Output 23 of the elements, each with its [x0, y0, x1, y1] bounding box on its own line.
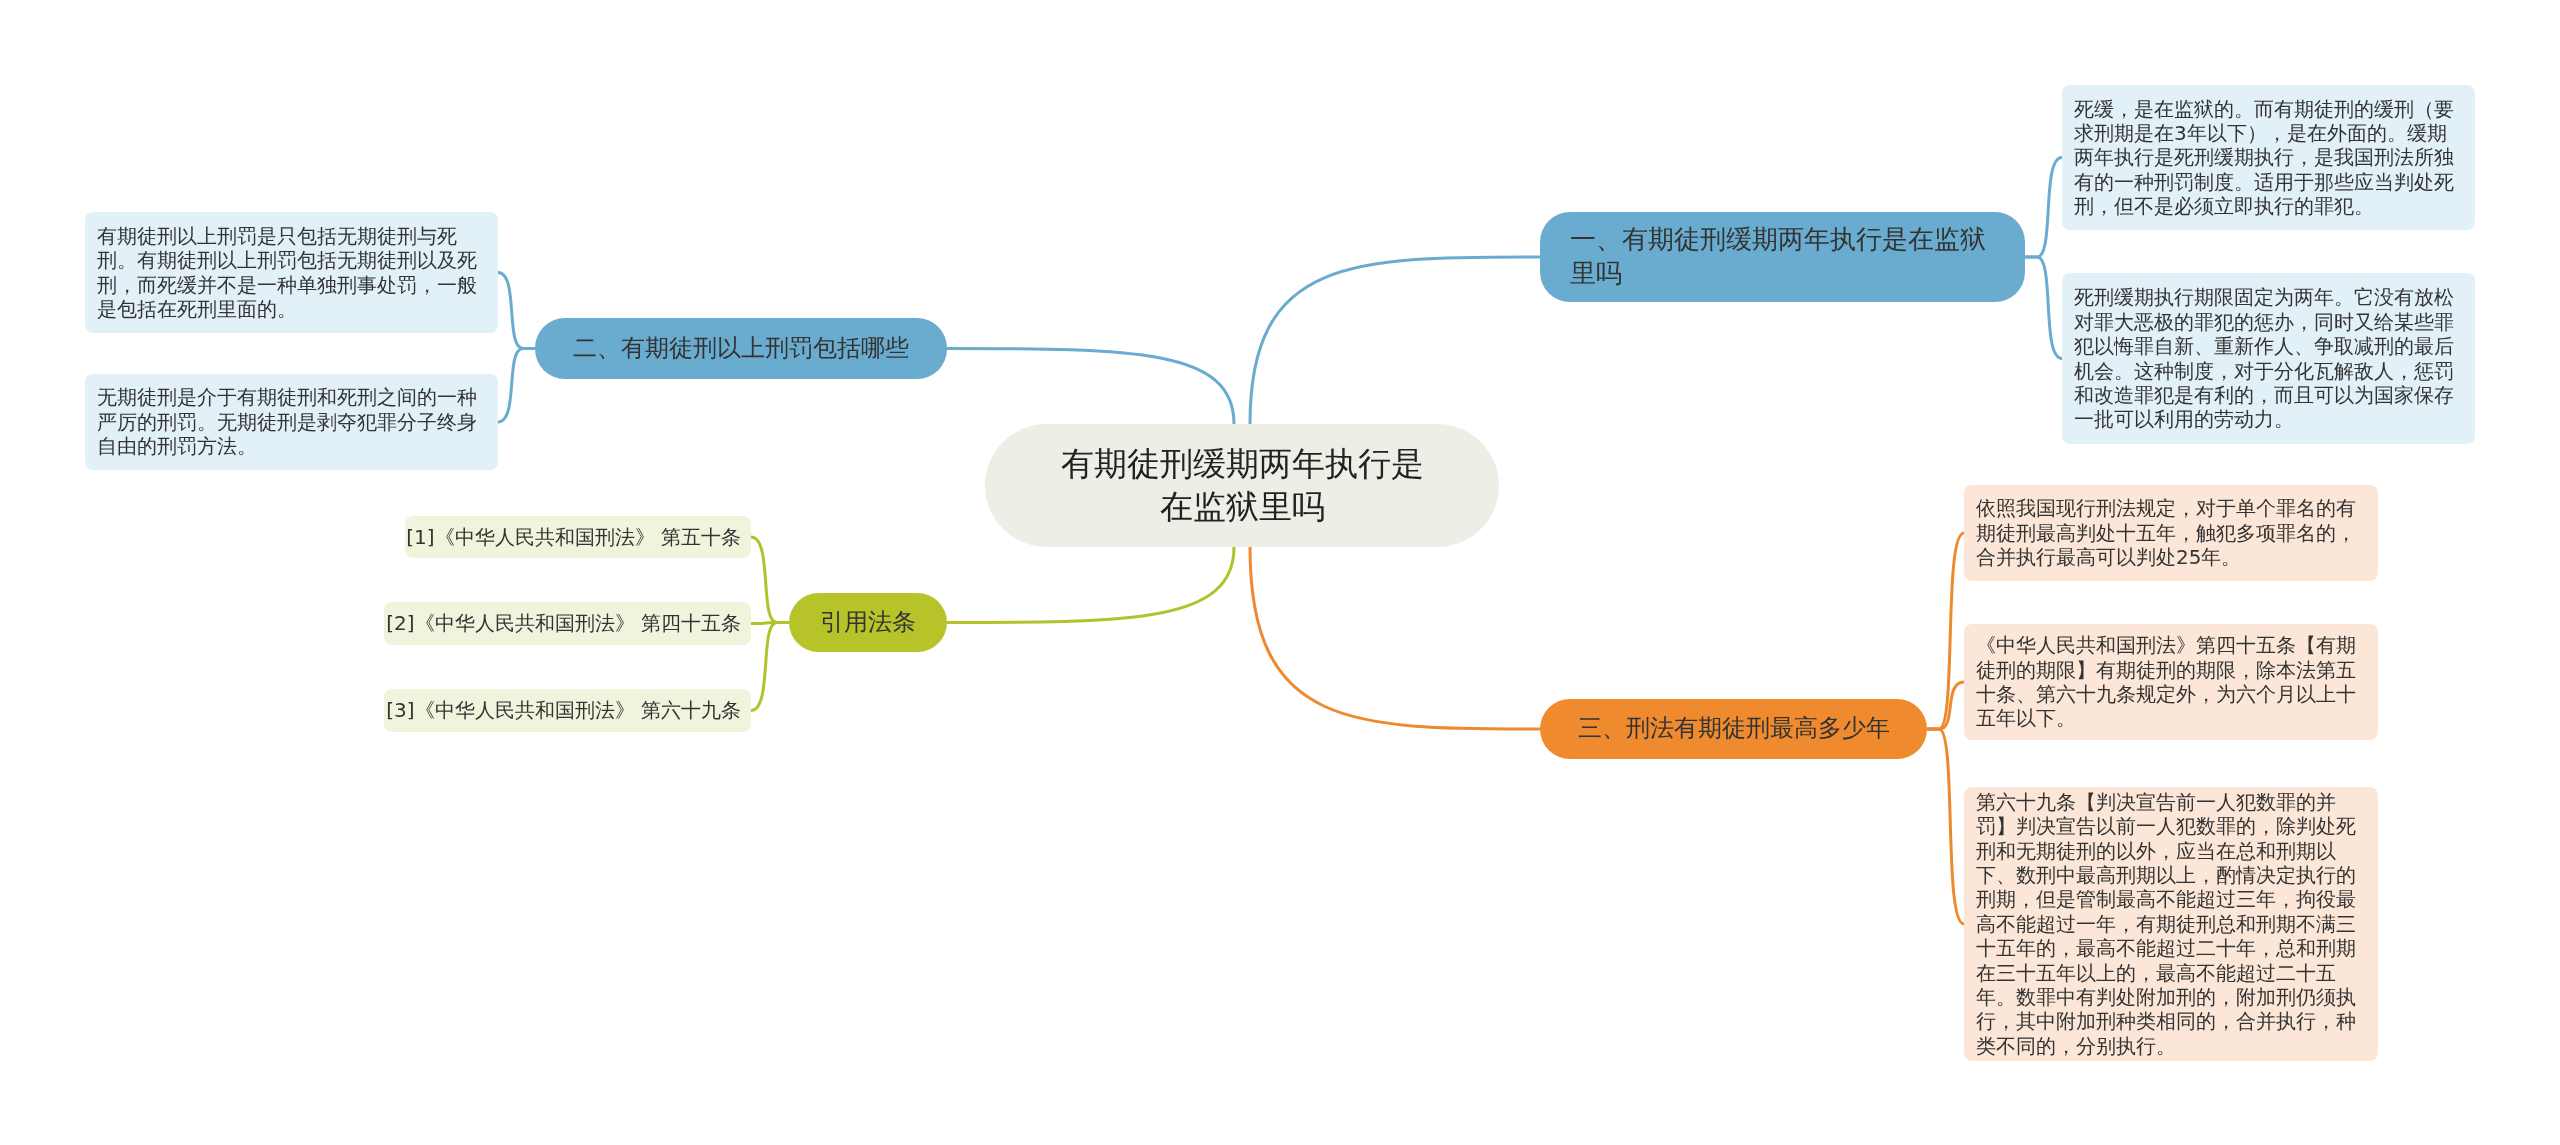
- text-box: [1]《中华人民共和国刑法》 第五十条: [405, 516, 751, 558]
- text-box: [2]《中华人民共和国刑法》 第四十五条: [384, 602, 751, 645]
- topic-node: 一、有期徒刑缓期两年执行是在监狱里吗: [1540, 212, 2025, 302]
- text-box: 无期徒刑是介于有期徒刑和死刑之间的一种严厉的刑罚。无期徒刑是剥夺犯罪分子终身自由的刑罚方法。: [85, 374, 498, 470]
- text-box: 有期徒刑以上刑罚是只包括无期徒刑与死刑。有期徒刑以上刑罚包括无期徒刑以及死刑，而死缓并不是一种单独刑事处罚，一般是包括在死刑里面的。: [85, 212, 498, 333]
- branch-line: [750, 621, 789, 712]
- branch-line: [2025, 255, 2063, 360]
- text-box: 依照我国现行刑法规定，对于单个罪名的有期徒刑最高判处十五年，触犯多项罪名的，合并执行最高可以判处25年。: [1964, 485, 2378, 581]
- branch-line: [1248, 255, 1540, 425]
- text-box: 第六十九条【判决宣告前一人犯数罪的并罚】判决宣告以前一人犯数罪的，除判处死刑和无期徒刑的以外，应当在总和刑期以下、数刑中最高刑期以上，酌情决定执行的刑期，但是管制最高不能超过三年，拘役最高不能超过一年，有期徒刑总和刑期不满三十五年的，最高不能超过二十年，总和刑期在三十五年以上的，最高不能超过二十五年。数罪中有判处附加刑的，附加刑仍须执行，其中附加刑种类相同的，合并执行，种类不同的，分别执行。: [1964, 787, 2378, 1061]
- central-topic: 有期徒刑缓期两年执行是在监狱里吗: [985, 424, 1499, 547]
- text-box: 《中华人民共和国刑法》第四十五条【有期徒刑的期限】有期徒刑的期限，除本法第五十条、第六十九条规定外，为六个月以上十五年以下。: [1964, 624, 2378, 740]
- branch-line: [947, 347, 1236, 425]
- text-box: 死缓，是在监狱的。而有期徒刑的缓刑（要求刑期是在3年以下），是在外面的。缓期两年执行是死刑缓期执行，是我国刑法所独有的一种刑罚制度。适用于那些应当判处死刑，但不是必须立即执行的罪犯。: [2062, 85, 2475, 230]
- text-box: 死刑缓期执行期限固定为两年。它没有放松对罪大恶极的罪犯的惩办，同时又给某些罪犯以悔罪自新、重新作人、争取减刑的最后机会。这种制度，对于分化瓦解敌人，惩罚和改造罪犯是有利的，而且可以为国家保存一批可以利用的劳动力。: [2062, 273, 2475, 444]
- topic-node: 二、有期徒刑以上刑罚包括哪些: [535, 318, 947, 379]
- topic-node: 三、刑法有期徒刑最高多少年: [1540, 699, 1927, 759]
- text-box: [3]《中华人民共和国刑法》 第六十九条: [384, 689, 751, 732]
- branch-line: [1248, 546, 1540, 731]
- branch-line: [497, 347, 535, 424]
- branch-line: [1927, 727, 1965, 926]
- branch-line: [947, 546, 1236, 624]
- topic-node: 引用法条: [789, 593, 947, 652]
